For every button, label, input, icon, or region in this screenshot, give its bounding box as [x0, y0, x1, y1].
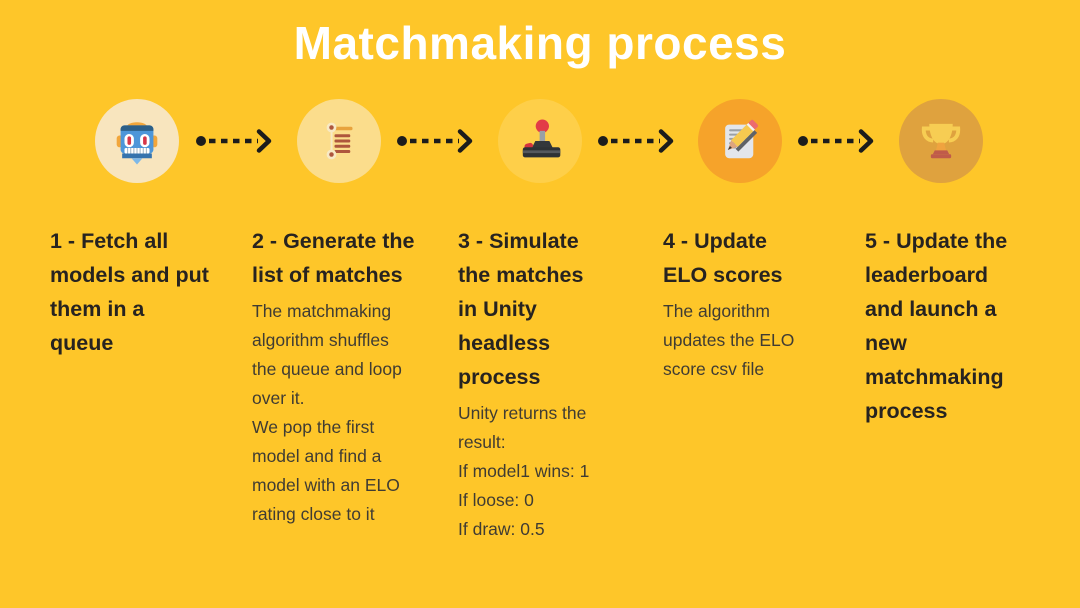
- step-1-heading: 1 - Fetch all models and put them in a q…: [50, 229, 209, 355]
- step-4-heading: 4 - Update ELO scores: [663, 229, 783, 287]
- document-pencil-icon: [725, 119, 758, 159]
- step-4-text: 4 - Update ELO scores The algorithm upda…: [663, 224, 855, 384]
- step-1-icon-circle: [95, 99, 179, 183]
- step-4-icon-circle: [698, 99, 782, 183]
- step-5-text: 5 - Update the leaderboard and launch a …: [865, 224, 1057, 433]
- step-2-body: The matchmaking algorithm shuffles the q…: [252, 301, 402, 524]
- step-1-text: 1 - Fetch all models and put them in a q…: [50, 224, 242, 365]
- arrow-step3-to-step4: [598, 129, 674, 153]
- step-5-icon-circle: [899, 99, 983, 183]
- trophy-icon: [921, 123, 961, 159]
- step-5-heading: 5 - Update the leaderboard and launch a …: [865, 229, 1008, 423]
- step-2-text: 2 - Generate the list of matches The mat…: [252, 224, 444, 529]
- step-2-icon-circle: [297, 99, 381, 183]
- step-3-body: Unity returns the result: If model1 wins…: [458, 403, 590, 539]
- step-2-heading: 2 - Generate the list of matches: [252, 229, 415, 287]
- step-3-heading: 3 - Simulate the matches in Unity headle…: [458, 229, 584, 389]
- joystick-icon: [522, 119, 561, 158]
- arrow-step1-to-step2: [196, 129, 272, 153]
- robot-icon: [116, 122, 158, 165]
- step-3-icon-circle: [498, 99, 582, 183]
- match-list-icon: [326, 122, 353, 160]
- arrow-step4-to-step5: [798, 129, 874, 153]
- step-4-body: The algorithm updates the ELO score csv …: [663, 301, 795, 379]
- page-title: Matchmaking process: [293, 17, 787, 69]
- arrow-step2-to-step3: [397, 129, 473, 153]
- step-3-text: 3 - Simulate the matches in Unity headle…: [458, 224, 650, 544]
